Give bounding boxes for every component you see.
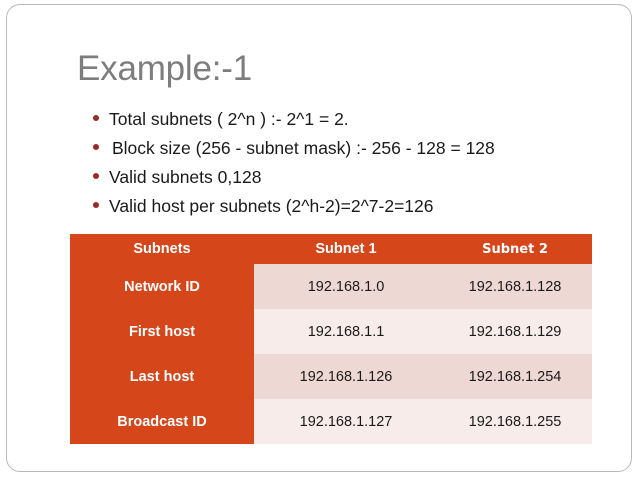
bullet-dot-icon: [93, 202, 99, 208]
list-item: Block size (256 - subnet mask) :- 256 - …: [93, 138, 613, 167]
cell-first-host-subnet-2: 192.168.1.129: [438, 309, 592, 354]
row-label-last-host: Last host: [70, 354, 254, 399]
row-label-network-id: Network ID: [70, 264, 254, 309]
table-row: First host 192.168.1.1 192.168.1.129: [70, 309, 592, 354]
list-item: Valid host per subnets (2^h-2)=2^7-2=126: [93, 196, 613, 225]
bullet-text: Total subnets ( 2^n ) :- 2^1 = 2.: [109, 109, 349, 129]
column-header-subnet-2: Subnet 2: [438, 234, 592, 264]
column-header-subnet-1: Subnet 1: [254, 234, 438, 264]
cell-broadcast-id-subnet-2: 192.168.1.255: [438, 399, 592, 444]
bullet-text: Block size (256 - subnet mask) :- 256 - …: [112, 138, 495, 158]
bullet-dot-icon: [93, 115, 99, 121]
row-label-broadcast-id: Broadcast ID: [70, 399, 254, 444]
cell-broadcast-id-subnet-1: 192.168.1.127: [254, 399, 438, 444]
cell-network-id-subnet-1: 192.168.1.0: [254, 264, 438, 309]
list-item: Valid subnets 0,128: [93, 167, 613, 196]
cell-last-host-subnet-1: 192.168.1.126: [254, 354, 438, 399]
table-row: Last host 192.168.1.126 192.168.1.254: [70, 354, 592, 399]
row-label-first-host: First host: [70, 309, 254, 354]
slide-canvas: Example:-1 Total subnets ( 2^n ) :- 2^1 …: [6, 4, 632, 472]
cell-last-host-subnet-2: 192.168.1.254: [438, 354, 592, 399]
column-header-subnets: Subnets: [70, 234, 254, 264]
list-item: Total subnets ( 2^n ) :- 2^1 = 2.: [93, 109, 613, 138]
subnet-table: Subnets Subnet 1 Subnet 2 Network ID 192…: [70, 234, 592, 444]
bullet-dot-icon: [93, 173, 99, 179]
table-header-row: Subnets Subnet 1 Subnet 2: [70, 234, 592, 264]
bullet-text: Valid subnets 0,128: [109, 167, 262, 187]
cell-first-host-subnet-1: 192.168.1.1: [254, 309, 438, 354]
cell-network-id-subnet-2: 192.168.1.128: [438, 264, 592, 309]
page-title: Example:-1: [77, 49, 253, 88]
bullet-dot-icon: [93, 144, 99, 150]
bullet-text: Valid host per subnets (2^h-2)=2^7-2=126: [109, 196, 434, 216]
bullet-list: Total subnets ( 2^n ) :- 2^1 = 2. Block …: [93, 109, 613, 225]
table-row: Network ID 192.168.1.0 192.168.1.128: [70, 264, 592, 309]
table-row: Broadcast ID 192.168.1.127 192.168.1.255: [70, 399, 592, 444]
